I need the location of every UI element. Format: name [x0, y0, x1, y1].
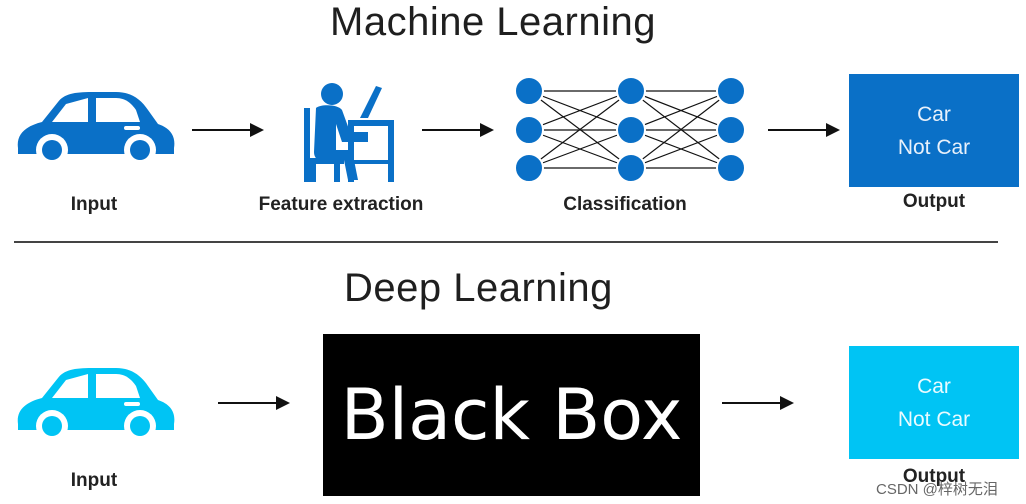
dl-output-not-car: Not Car [897, 407, 971, 431]
ml-output-label: Output [902, 191, 966, 212]
neural-network-icon [510, 72, 750, 193]
dl-title: Deep Learning [344, 266, 613, 310]
section-divider [14, 241, 998, 243]
ml-output-box: Car Not Car [849, 74, 1019, 187]
ml-output-not-car: Not Car [897, 135, 971, 159]
ml-output-car: Car [917, 102, 951, 126]
arrow-right-icon [766, 121, 842, 139]
dl-input-label: Input [70, 470, 118, 491]
person-at-desk-icon [290, 80, 400, 189]
arrow-right-icon [190, 121, 266, 139]
ml-classification-label: Classification [563, 194, 687, 215]
dl-output-label: Output [902, 466, 966, 487]
arrow-right-icon [720, 394, 796, 412]
watermark: CSDN @梓树无泪 [876, 481, 998, 498]
car-icon [12, 90, 178, 175]
ml-input-label: Input [70, 194, 118, 215]
car-icon [12, 366, 178, 451]
black-box: Black Box [323, 334, 700, 496]
arrow-right-icon [216, 394, 292, 412]
arrow-right-icon [420, 121, 496, 139]
dl-output-box: Car Not Car [849, 346, 1019, 459]
dl-output-car: Car [917, 374, 951, 398]
ml-title: Machine Learning [330, 0, 656, 44]
ml-feature-label: Feature extraction [258, 194, 424, 215]
black-box-label: Black Box [340, 374, 683, 456]
